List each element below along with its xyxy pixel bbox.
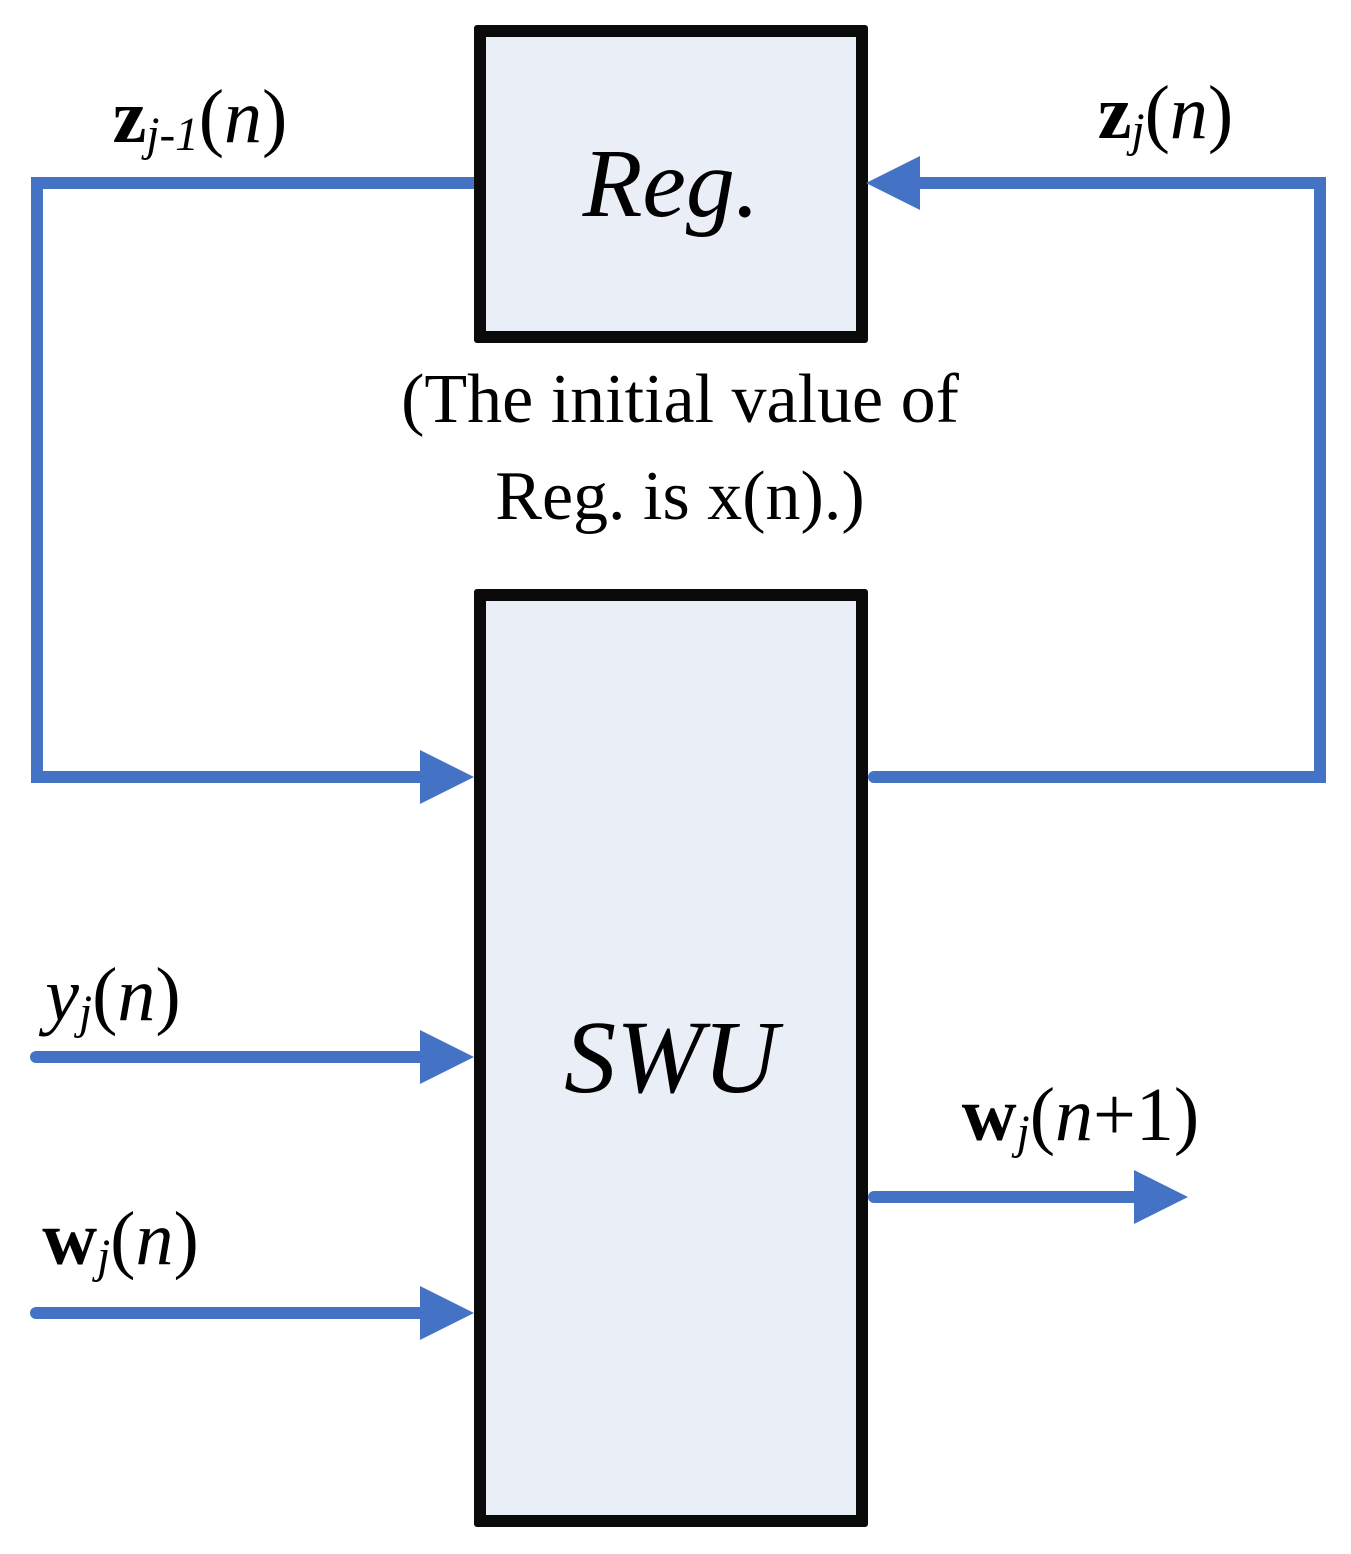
arrowhead-wj-output-icon [1134, 1170, 1188, 1224]
label-y-j: yj(n) [45, 953, 181, 1040]
arrowhead-into-reg-icon [866, 156, 920, 210]
line-into-reg-right [916, 177, 1326, 189]
line-right-vertical [1314, 177, 1326, 783]
arrowhead-into-swu-icon [420, 750, 474, 804]
note-line-1: (The initial value of [401, 361, 959, 438]
reg-block: Reg. [474, 25, 868, 343]
label-w-j-n-plus-1: wj(n+1) [961, 1073, 1200, 1160]
swu-block: SWU [474, 589, 868, 1527]
label-z-j-minus-1: zj-1(n) [112, 75, 288, 162]
line-left-vertical [31, 177, 43, 783]
swu-block-label: SWU [564, 1000, 778, 1115]
reg-initial-value-note: (The initial value of Reg. is x(n).) [280, 352, 1080, 545]
line-yj-input [30, 1051, 426, 1063]
label-z-j: zj(n) [1097, 71, 1234, 158]
line-wj-output [868, 1191, 1136, 1203]
line-into-swu-left [31, 771, 426, 783]
label-w-j: wj(n) [42, 1197, 199, 1284]
arrowhead-wj-input-icon [420, 1286, 474, 1340]
line-wj-input [30, 1307, 426, 1319]
line-swu-out-right [868, 771, 1326, 783]
note-line-2: Reg. is x(n).) [495, 457, 865, 535]
arrowhead-yj-input-icon [420, 1030, 474, 1084]
line-reg-out-left [31, 177, 474, 189]
reg-block-label: Reg. [582, 130, 760, 238]
